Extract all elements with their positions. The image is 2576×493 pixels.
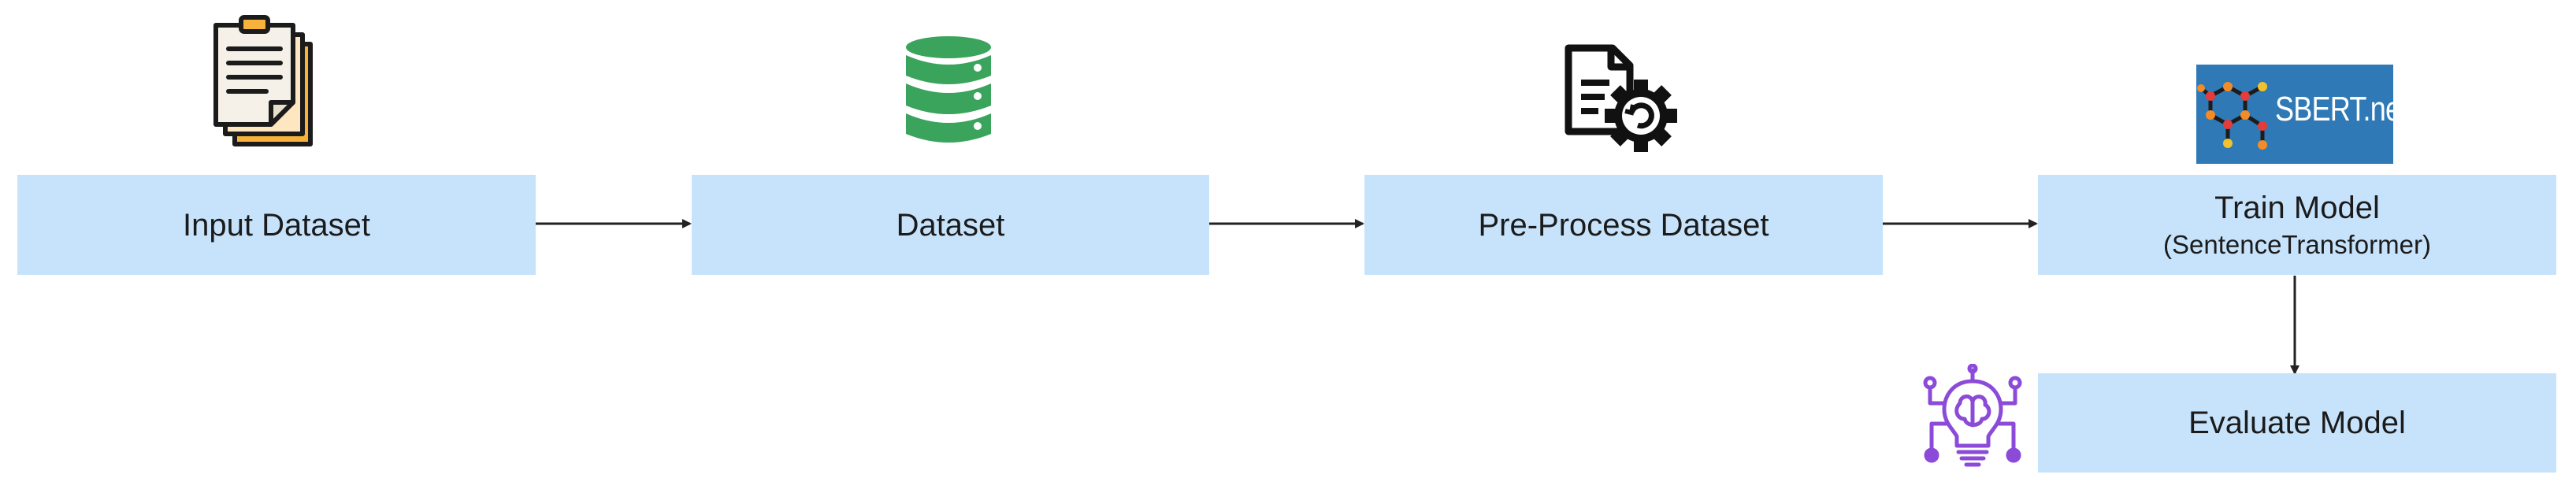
node-label: Input Dataset (183, 207, 370, 243)
node-sublabel: (SentenceTransformer) (2163, 229, 2431, 259)
node-dataset: Dataset (692, 175, 1209, 275)
node-label: Evaluate Model (2188, 406, 2406, 440)
database-icon (902, 33, 995, 150)
node-preprocess-dataset: Pre-Process Dataset (1364, 175, 1883, 275)
node-label: Train Model (2214, 190, 2380, 225)
sbert-logo-text: SBERT.net (2275, 90, 2408, 128)
node-evaluate-model: Evaluate Model (2038, 373, 2556, 473)
node-train-model: Train Model (SentenceTransformer) (2038, 175, 2556, 275)
node-label: Dataset (896, 207, 1005, 243)
lightbulb-brain-icon (1916, 364, 2030, 478)
node-label: Pre-Process Dataset (1478, 207, 1769, 243)
document-gear-icon (1564, 43, 1682, 158)
sbert-logo: SBERT.net (2196, 65, 2408, 164)
clipboard-document-icon (211, 14, 329, 152)
node-input-dataset: Input Dataset (17, 175, 536, 275)
